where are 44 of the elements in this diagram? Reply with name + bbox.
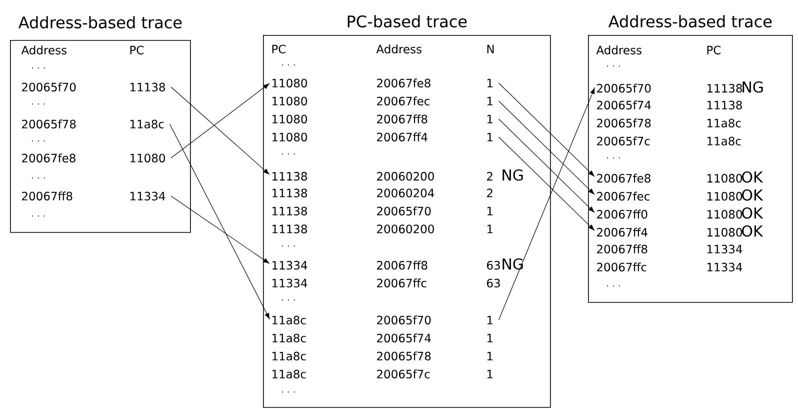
table-row: 11138 20060200 1 [272, 224, 492, 234]
table-row: 11334 20067ffc 63 [272, 278, 500, 288]
table-row: 20067ff0 11080OK [597, 207, 764, 219]
header-row: Address PC [596, 46, 721, 54]
table-row: 20065f74 11138 [597, 100, 742, 110]
table-row: 20065f78 11a8c [22, 120, 164, 128]
table-row: 11080 20067ff8 1 [272, 114, 492, 124]
table-row: 20065f70 11138NG [597, 81, 763, 93]
table-row: 20067fec 11080OK [597, 189, 764, 201]
header-row: Address PC [21, 46, 144, 54]
table-row: 20067ff4 11080OK [597, 225, 764, 237]
table-row: 11080 20067ff4 1 [272, 132, 492, 142]
table-row: 11a8c 20065f78 1 [272, 352, 492, 360]
table-row: 20065f78 11a8c [597, 118, 741, 128]
arrow [170, 86, 270, 174]
node-label: PC-based trace [348, 15, 467, 28]
table-row: 11a8c 20065f7c 1 [272, 370, 492, 378]
table-row: 11138 20065f70 1 [272, 206, 492, 216]
table-row: 11a8c 20065f74 1 [272, 334, 492, 342]
header-row: PC Address N [272, 44, 494, 54]
table-row: 11a8c 20065f70 1 [272, 316, 492, 324]
dots-row: . . . [282, 64, 295, 66]
node-label: Address-based trace [18, 16, 182, 28]
table-row: 11080 20067fec 1 [272, 96, 492, 106]
table-row: 11138 20060204 2 [272, 188, 492, 198]
table-row: 20065f7c 11a8c [597, 136, 741, 146]
arrow [169, 124, 270, 320]
table-row: 20065f70 11138 [22, 82, 165, 92]
table-row: 20067fe8 11080 [22, 154, 166, 162]
table-row: 11138 20060200 2 NG [272, 169, 523, 181]
arrow [498, 82, 594, 176]
arrow [498, 88, 595, 320]
table-row: 20067ff8 11334 [597, 244, 742, 254]
arrow [498, 136, 594, 230]
table-row: 11080 20067fe8 1 [272, 78, 492, 88]
arrow [170, 83, 270, 158]
table-row: 20067ff8 11334 [22, 192, 166, 200]
dots-row: . . . [32, 140, 45, 142]
arrow [498, 118, 594, 212]
node-label: Address-based trace [608, 15, 772, 28]
arrow [498, 100, 594, 194]
table-row: 20067ffc 11334 [597, 262, 742, 272]
table-row: 20067fe8 11080OK [597, 171, 764, 183]
arrow [170, 196, 270, 264]
